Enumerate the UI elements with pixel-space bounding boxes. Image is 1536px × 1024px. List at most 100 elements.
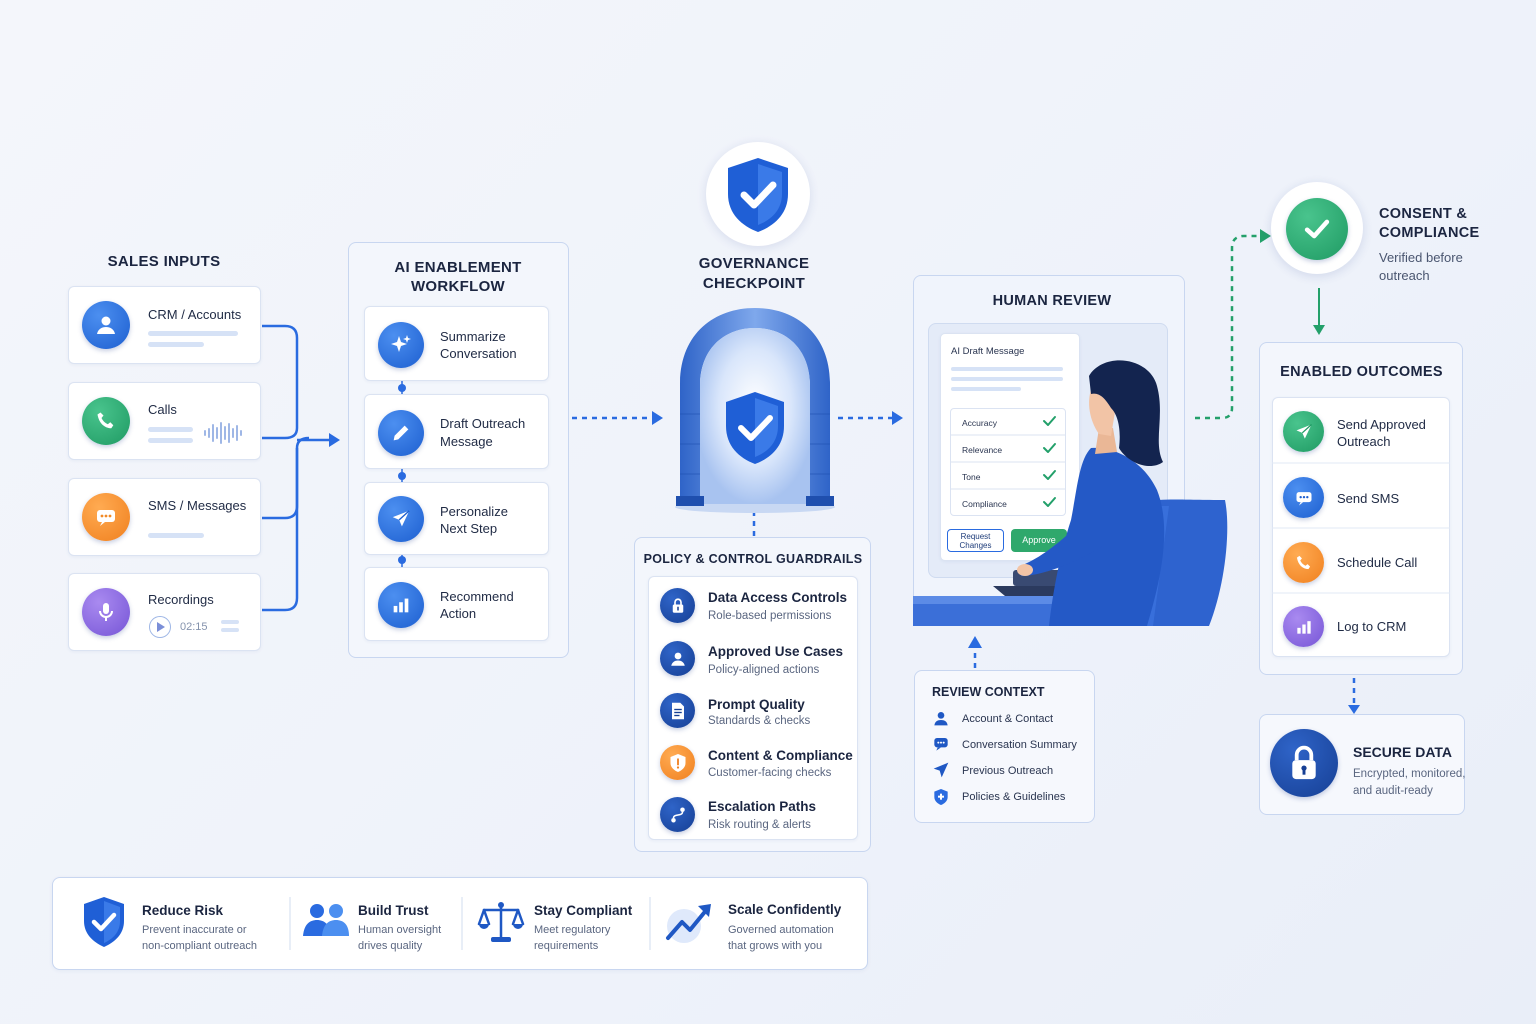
guardrail-desc: Customer-facing checks <box>708 767 832 779</box>
benefit-title: Build Trust <box>358 903 429 918</box>
chat-icon <box>82 493 130 541</box>
input-card-sms[interactable]: SMS / Messages <box>68 478 261 556</box>
play-icon[interactable] <box>149 616 171 638</box>
governance-title-line2: CHECKPOINT <box>702 275 806 292</box>
request-line1: Request <box>960 532 991 541</box>
governance-title-line1: GOVERNANCE <box>698 255 810 272</box>
secure-data-desc-line1: Encrypted, monitored, <box>1353 768 1466 780</box>
recording-duration: 02:15 <box>180 621 208 633</box>
pencil-icon <box>378 410 424 456</box>
shield-icon <box>934 789 948 805</box>
microphone-icon <box>82 588 130 636</box>
step-label-line2: Next Step <box>440 521 498 536</box>
guardrail-title: Data Access Controls <box>708 590 848 605</box>
context-label: Conversation Summary <box>962 739 1077 751</box>
check-circle-icon <box>1286 198 1348 260</box>
outcome-label[interactable]: Log to CRM <box>1337 619 1407 634</box>
guardrail-title: Content & Compliance <box>708 748 853 763</box>
lock-icon <box>1270 729 1338 797</box>
human-review-title: HUMAN REVIEW <box>992 293 1112 309</box>
request-line2: Changes <box>959 541 992 550</box>
check-label: Relevance <box>962 445 1003 455</box>
workflow-step-recommend[interactable]: Recommend Action <box>364 567 549 641</box>
input-label: Calls <box>148 402 177 417</box>
check-label: Compliance <box>962 499 1007 509</box>
secure-data-title: SECURE DATA <box>1353 744 1453 760</box>
input-card-crm[interactable]: CRM / Accounts <box>68 286 261 364</box>
context-label: Policies & Guidelines <box>962 791 1066 803</box>
step-label-line2: Conversation <box>440 346 517 361</box>
benefit-title: Reduce Risk <box>142 903 224 918</box>
outcomes-title: ENABLED OUTCOMES <box>1280 364 1443 380</box>
paper-plane-icon <box>1283 411 1324 452</box>
context-label: Account & Contact <box>962 713 1054 725</box>
benefit-desc-line2: drives quality <box>358 940 423 952</box>
step-label-line2: Message <box>440 434 493 449</box>
outcome-label-line1[interactable]: Send Approved <box>1337 417 1426 432</box>
waveform-icon <box>204 422 242 444</box>
benefit-desc-line2: that grows with you <box>728 940 823 952</box>
phone-icon <box>1283 542 1324 583</box>
user-icon <box>660 641 695 676</box>
benefit-title: Scale Confidently <box>728 902 842 917</box>
shield-check-icon <box>728 158 788 232</box>
trend-up-icon <box>666 904 711 943</box>
secure-data-desc-line2: and audit-ready <box>1353 785 1433 797</box>
benefit-desc-line2: requirements <box>534 940 599 952</box>
alert-shield-icon <box>660 745 695 780</box>
guardrails-title: POLICY & CONTROL GUARDRAILS <box>643 552 863 566</box>
benefit-desc-line1: Governed automation <box>728 924 834 936</box>
governance-badge <box>706 142 810 246</box>
input-label: CRM / Accounts <box>148 307 242 322</box>
input-card-calls[interactable]: Calls <box>68 382 261 460</box>
benefit-desc-line1: Prevent inaccurate or <box>142 924 247 936</box>
sparkle-icon <box>378 322 424 368</box>
guardrail-desc: Role-based permissions <box>708 610 832 622</box>
benefit-desc-line1: Human oversight <box>358 924 442 936</box>
request-changes-button[interactable]: Request Changes <box>947 529 1004 552</box>
governance-gate-icon <box>675 308 835 513</box>
guardrail-title: Escalation Paths <box>708 799 817 814</box>
consent-title-line1: CONSENT & <box>1379 206 1468 222</box>
outcome-label[interactable]: Send SMS <box>1337 491 1400 506</box>
people-icon <box>303 904 349 936</box>
ai-workflow-title-line1: AI ENABLEMENT <box>394 259 522 276</box>
input-card-recordings[interactable]: Recordings 02:15 <box>68 573 261 651</box>
step-label-line2: Action <box>440 606 477 621</box>
ai-workflow-title-line2: WORKFLOW <box>410 278 506 295</box>
input-label: Recordings <box>148 592 214 607</box>
outcome-label[interactable]: Schedule Call <box>1337 555 1418 570</box>
scales-icon <box>477 902 525 942</box>
chat-icon <box>1283 477 1324 518</box>
workflow-step-draft[interactable]: Draft Outreach Message <box>364 394 549 469</box>
lock-icon <box>660 588 695 623</box>
checkmark-icons <box>950 416 1066 507</box>
check-label: Tone <box>962 472 981 482</box>
review-context-title: REVIEW CONTEXT <box>932 685 1045 699</box>
guardrail-title: Approved Use Cases <box>708 644 844 659</box>
workflow-step-personalize[interactable]: Personalize Next Step <box>364 482 549 555</box>
sales-inputs-title: SALES INPUTS <box>107 253 221 270</box>
step-label-line1: Recommend <box>440 589 514 604</box>
consent-desc-line2: outreach <box>1379 268 1430 283</box>
benefit-desc-line2: non-compliant outreach <box>142 940 257 952</box>
guardrail-desc: Policy-aligned actions <box>708 664 820 676</box>
paper-plane-icon <box>933 762 949 778</box>
outcome-label-line2: Outreach <box>1337 434 1391 449</box>
approve-button[interactable]: Approve <box>1011 529 1067 552</box>
check-label: Accuracy <box>962 418 997 428</box>
workflow-step-summarize[interactable]: Summarize Conversation <box>364 306 549 381</box>
chat-icon <box>934 738 948 751</box>
bar-chart-icon <box>1283 606 1324 647</box>
context-label: Previous Outreach <box>962 765 1054 777</box>
step-label-line1: Personalize <box>440 504 508 519</box>
benefit-title: Stay Compliant <box>534 903 633 918</box>
guardrail-desc: Risk routing & alerts <box>708 819 811 831</box>
step-label-line1: Summarize <box>440 329 506 344</box>
input-label: SMS / Messages <box>148 498 247 513</box>
benefits-bar <box>52 877 868 970</box>
consent-desc-line1: Verified before <box>1379 250 1463 265</box>
guardrail-desc: Standards & checks <box>708 715 811 727</box>
step-label-line1: Draft Outreach <box>440 416 526 431</box>
